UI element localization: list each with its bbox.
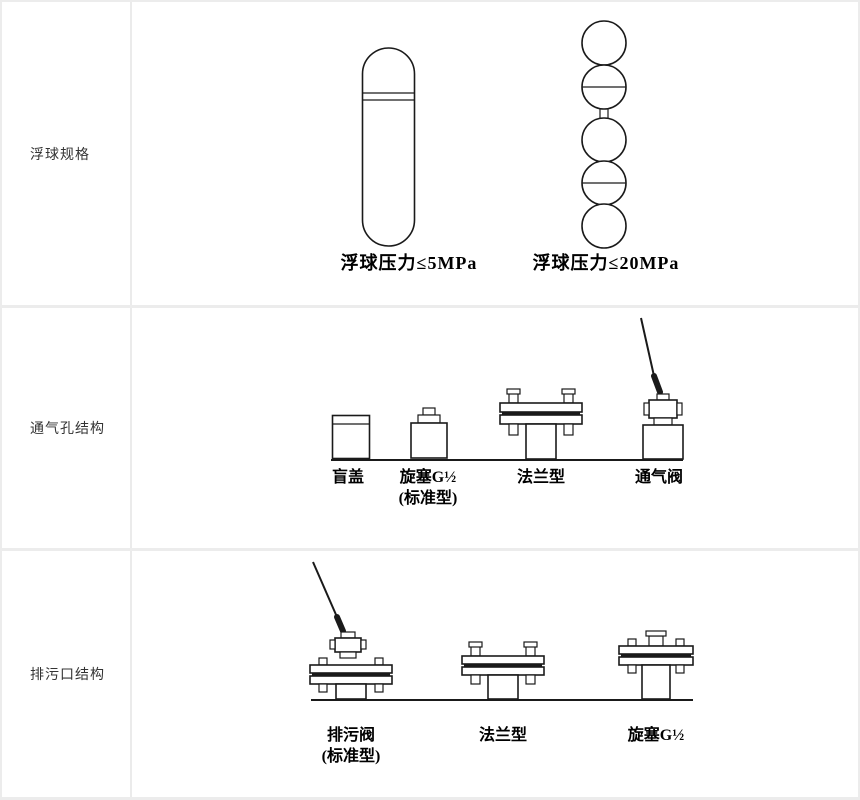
caption-flange-type: 法兰型 bbox=[516, 469, 565, 486]
vent-valve-drawing bbox=[631, 314, 695, 460]
row-label: 浮球规格 bbox=[30, 145, 90, 162]
flange-drawing bbox=[461, 638, 545, 700]
row-float-spec-content: 浮球压力≤5MPa 浮球压力≤20MPa bbox=[132, 2, 858, 305]
ball-chain-float-drawing bbox=[579, 20, 629, 250]
capsule-float-drawing bbox=[361, 47, 416, 247]
caption-blind-cover: 盲盖 bbox=[331, 469, 364, 486]
row-drain-structure: 排污口结构 bbox=[2, 551, 858, 797]
screw-plug-flange-drawing bbox=[618, 630, 694, 700]
caption-capsule-float: 浮球压力≤5MPa bbox=[340, 253, 478, 273]
row-label-cell: 浮球规格 bbox=[2, 2, 132, 305]
ground-line bbox=[311, 699, 693, 701]
row-vent-structure: 通气孔结构 bbox=[2, 308, 858, 548]
flange-drawing bbox=[499, 387, 583, 460]
row-label-cell: 通气孔结构 bbox=[2, 308, 132, 548]
caption-ball-chain-float: 浮球压力≤20MPa bbox=[532, 253, 680, 273]
row-drain-structure-content: 排污阀 (标准型) 法兰型 旋塞G½ bbox=[132, 551, 858, 797]
blind-cover-drawing bbox=[331, 414, 371, 460]
row-float-spec: 浮球规格 bbox=[2, 2, 858, 305]
row-label: 排污口结构 bbox=[30, 666, 105, 682]
row-label: 通气孔结构 bbox=[30, 420, 105, 436]
caption-screw-plug: 旋塞G½ (标准型) bbox=[398, 469, 458, 507]
caption-screw-plug: 旋塞G½ bbox=[627, 727, 685, 744]
caption-drain-valve: 排污阀 (标准型) bbox=[321, 727, 381, 765]
row-vent-structure-content: 盲盖 旋塞G½ (标准型) 法兰型 通气阀 bbox=[132, 308, 858, 548]
screw-plug-drawing bbox=[409, 407, 449, 459]
drain-valve-drawing bbox=[309, 559, 393, 700]
caption-flange-type: 法兰型 bbox=[478, 727, 527, 744]
caption-vent-valve: 通气阀 bbox=[634, 469, 683, 486]
row-label-cell: 排污口结构 bbox=[2, 551, 132, 797]
ground-line bbox=[331, 459, 683, 461]
